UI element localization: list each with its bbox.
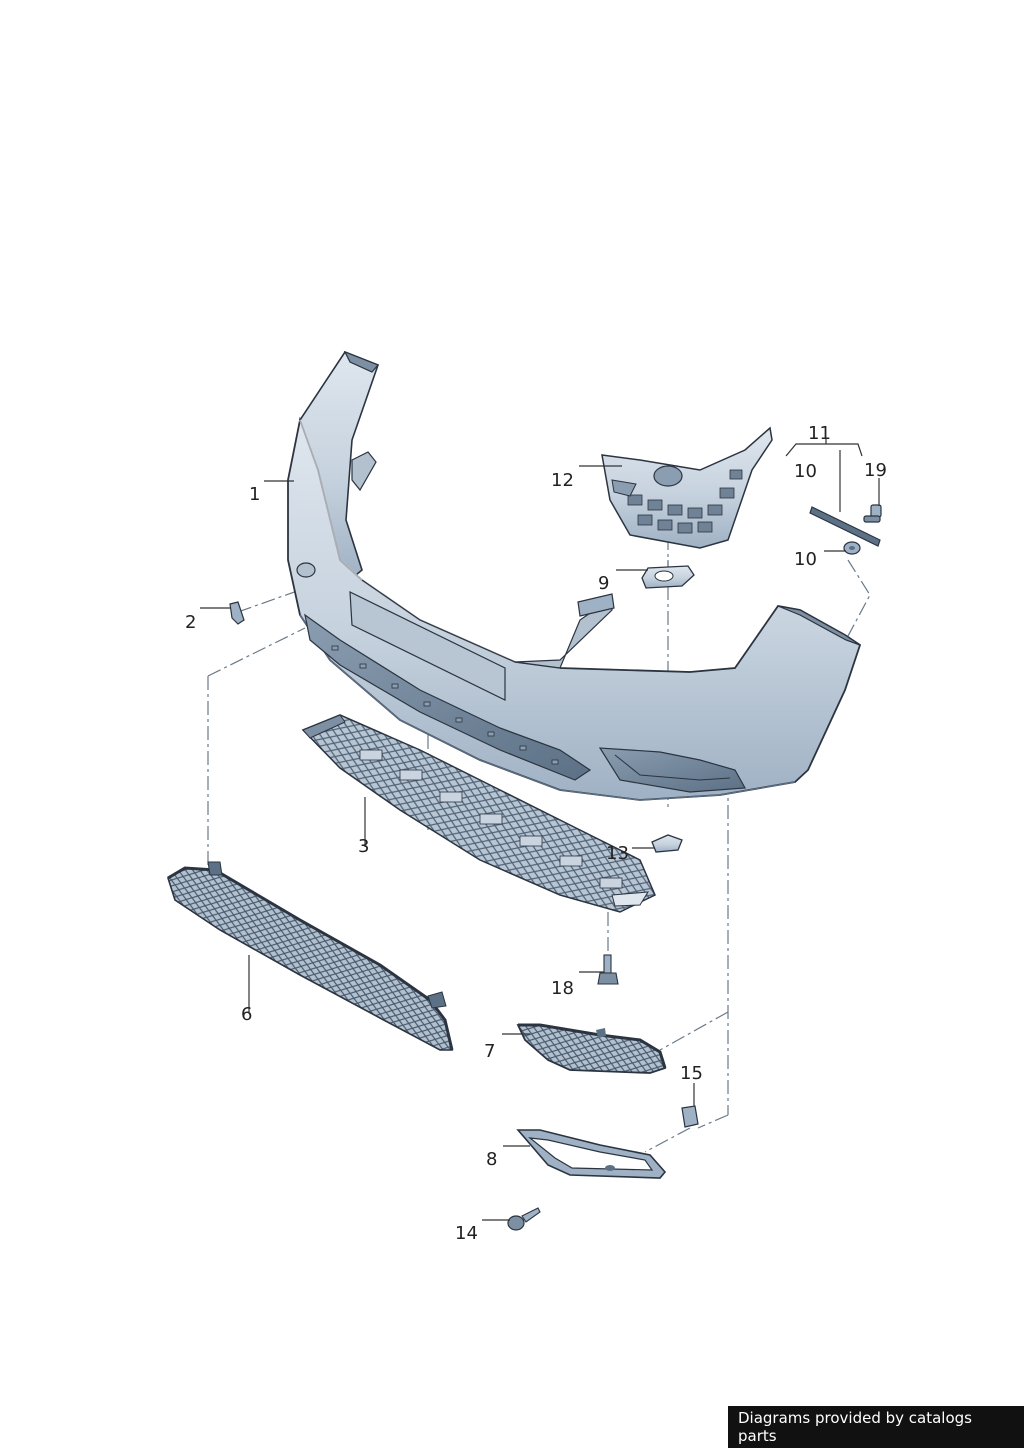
callout-14: 14 [455, 1223, 478, 1244]
callout-12: 12 [551, 470, 574, 491]
clip-nut-15 [681, 1105, 699, 1128]
screw-18 [597, 954, 619, 985]
credit-banner: Diagrams provided by catalogs parts [728, 1406, 1024, 1448]
callout-1: 1 [249, 484, 261, 505]
callout-10-bottom: 10 [794, 549, 817, 570]
cap-13 [651, 834, 683, 853]
trim-strip-assembly [809, 450, 882, 555]
center-grille [167, 861, 454, 1051]
fog-lamp-grille [516, 1023, 667, 1074]
credit-text: Diagrams provided by catalogs parts [738, 1409, 972, 1445]
callout-2: 2 [185, 612, 197, 633]
tow-hook-cap [641, 565, 695, 589]
callout-13: 13 [606, 843, 629, 864]
callout-7: 7 [484, 1041, 496, 1062]
bumper-cover [287, 350, 862, 801]
fog-lamp-trim [516, 1129, 667, 1179]
screw-14 [507, 1207, 541, 1231]
center-bracket [601, 426, 773, 549]
nut-10 [843, 541, 861, 555]
callout-10-top: 10 [794, 461, 817, 482]
bolt-19 [863, 504, 882, 523]
callout-19: 19 [864, 460, 887, 481]
callout-11: 11 [808, 423, 831, 444]
callout-8: 8 [486, 1149, 498, 1170]
callout-6: 6 [241, 1004, 253, 1025]
callout-3: 3 [358, 836, 370, 857]
callout-9: 9 [598, 573, 610, 594]
callout-18: 18 [551, 978, 574, 999]
callout-15: 15 [680, 1063, 703, 1084]
leader-lines [200, 438, 880, 1221]
clip-2 [229, 601, 245, 625]
lower-reinforcement [301, 714, 656, 913]
